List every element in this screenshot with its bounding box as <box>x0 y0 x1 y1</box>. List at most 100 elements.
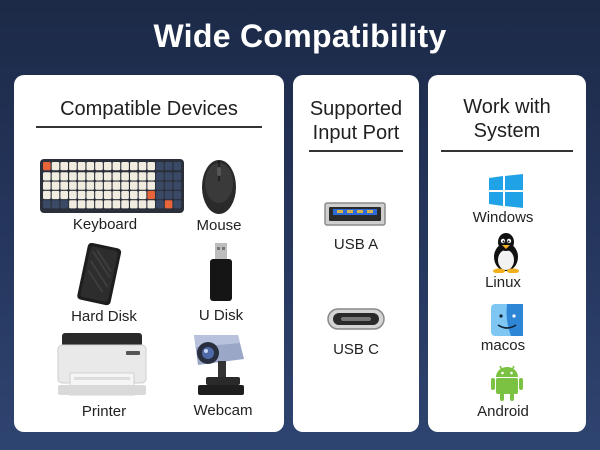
system-label-linux: Linux <box>485 274 521 291</box>
keycap <box>147 200 155 209</box>
device-label-webcam: Webcam <box>193 402 253 419</box>
keycap <box>147 190 155 200</box>
title-divider <box>441 150 573 152</box>
keycap <box>43 200 51 209</box>
keycap <box>130 200 138 209</box>
keycap <box>164 162 173 171</box>
keycap <box>86 162 95 171</box>
device-label-hard-disk: Hard Disk <box>71 308 137 325</box>
keycap <box>121 200 129 209</box>
keycap <box>130 162 138 171</box>
usb-drive-icon <box>210 243 232 301</box>
hard-disk-icon <box>77 243 122 306</box>
keycap <box>121 190 129 200</box>
system-label-macos: macos <box>480 337 526 354</box>
keycap <box>43 162 51 171</box>
keycap <box>103 181 112 190</box>
keycap <box>60 190 68 200</box>
keycap <box>60 181 68 190</box>
keycap <box>121 162 129 171</box>
keycap <box>60 200 68 209</box>
keycap <box>43 181 51 190</box>
system-label-windows: Windows <box>472 209 534 226</box>
keycap <box>86 200 95 209</box>
keycap <box>173 181 182 190</box>
keycap <box>43 172 51 181</box>
port-label-usb-c: USB C <box>333 341 379 358</box>
keycap <box>164 200 173 209</box>
keycap <box>147 181 155 190</box>
work-with-system-card: Work with System Windows Linux macos <box>428 75 586 432</box>
usb-a-port-icon <box>324 202 386 226</box>
keycap <box>77 172 86 181</box>
keycap <box>130 172 138 181</box>
keycap <box>95 190 103 200</box>
keycap <box>86 181 95 190</box>
keycap <box>86 172 95 181</box>
keycap <box>121 172 129 181</box>
page-title: Wide Compatibility <box>153 18 447 54</box>
keycap <box>164 172 173 181</box>
keycap <box>103 190 112 200</box>
keycap <box>156 172 164 181</box>
device-label-u-disk: U Disk <box>198 307 244 324</box>
keycap <box>95 172 103 181</box>
compatible-devices-title: Compatible Devices <box>60 98 238 120</box>
keycap <box>69 200 77 209</box>
keycap <box>95 181 103 190</box>
keycap <box>77 181 86 190</box>
keycap <box>173 172 182 181</box>
device-label-mouse: Mouse <box>196 217 242 234</box>
keycap <box>173 200 182 209</box>
keycap <box>112 172 121 181</box>
systems-title-line1: Work with <box>463 96 551 118</box>
webcam-icon <box>194 335 244 395</box>
keycap <box>138 200 147 209</box>
keycap <box>112 190 121 200</box>
keycap <box>138 190 147 200</box>
keycap <box>77 162 86 171</box>
system-label-android: Android <box>477 403 529 420</box>
keycap <box>69 162 77 171</box>
keycap <box>156 200 164 209</box>
device-label-printer: Printer <box>81 403 127 420</box>
keycap <box>69 190 77 200</box>
keycap <box>112 200 121 209</box>
mouse-icon <box>202 160 236 214</box>
compatible-devices-card: Compatible Devices Keyboard Mouse Hard D… <box>14 75 284 432</box>
keycap <box>164 190 173 200</box>
keycap <box>51 172 60 181</box>
keycap <box>51 181 60 190</box>
keycap <box>147 162 155 171</box>
keycap <box>60 172 68 181</box>
keycap <box>95 200 103 209</box>
systems-title-line2: System <box>473 120 541 142</box>
keycap <box>173 162 182 171</box>
usb-c-port-icon <box>327 308 385 330</box>
keyboard-icon <box>40 159 184 213</box>
keycap <box>173 190 182 200</box>
android-robot-icon <box>491 365 523 401</box>
keycap <box>60 162 68 171</box>
title-divider <box>309 150 403 152</box>
keycap <box>112 162 121 171</box>
keycap <box>77 200 86 209</box>
keycap <box>51 162 60 171</box>
keycap <box>156 181 164 190</box>
port-label-usb-a: USB A <box>333 236 379 253</box>
keycap <box>103 172 112 181</box>
keycap <box>112 181 121 190</box>
keycap <box>130 181 138 190</box>
linux-penguin-icon <box>493 233 519 273</box>
macos-finder-icon <box>491 304 523 336</box>
device-label-keyboard: Keyboard <box>72 216 138 233</box>
keycap <box>51 190 60 200</box>
keycap <box>138 162 147 171</box>
keycap <box>147 172 155 181</box>
ports-title-line1: Supported <box>309 98 403 120</box>
keycap <box>86 190 95 200</box>
keycap <box>103 200 112 209</box>
keycap <box>51 200 60 209</box>
keycap <box>130 190 138 200</box>
windows-logo-icon <box>489 174 523 208</box>
